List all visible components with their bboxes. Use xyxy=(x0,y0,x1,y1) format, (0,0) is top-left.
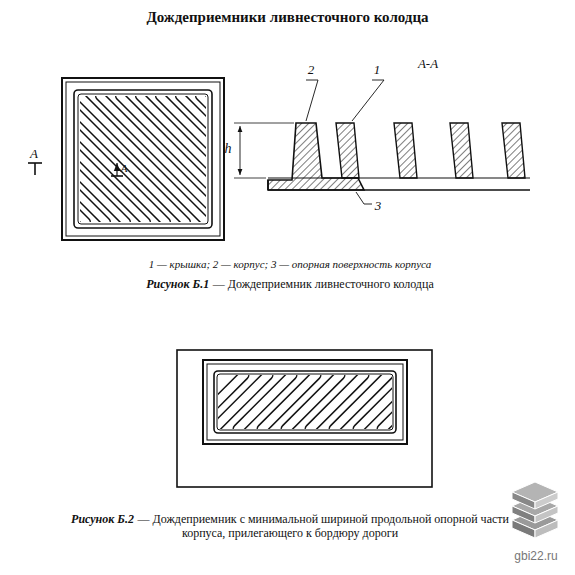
label-text: 3 xyxy=(375,198,382,213)
section-letter: А xyxy=(30,146,38,162)
callout-number: 3 xyxy=(375,198,382,214)
callout-number: 2 xyxy=(308,62,315,78)
callout-number: 1 xyxy=(374,62,381,78)
label-text: А xyxy=(30,146,38,161)
label-text: А-А xyxy=(418,56,438,71)
figure-title: Дождеприемники ливнесточного колодца xyxy=(0,8,575,26)
figure-number: Рисунок Б.2 xyxy=(71,512,134,526)
label-text: — Дождеприемник с минимальной шириной пр… xyxy=(138,512,509,540)
label-text: gbi22.ru xyxy=(514,549,557,563)
callout-key: 1 — крышка; 2 — корпус; 3 — опорная пове… xyxy=(149,258,431,271)
figure-number: Рисунок Б.1 xyxy=(146,277,209,291)
section-mark xyxy=(28,163,123,176)
label-text: 1 — крышка; 2 — корпус; 3 — опорная пове… xyxy=(149,258,431,270)
watermark-icon xyxy=(512,482,558,538)
dimension-label: h xyxy=(225,141,232,158)
label-text: 2 xyxy=(308,62,315,77)
dimension-line xyxy=(234,123,294,178)
label-text: h xyxy=(225,141,232,156)
label-text: — Дождеприемник ливнесточного колодца xyxy=(213,277,434,291)
section-letter: А xyxy=(121,162,128,175)
figure-caption: Рисунок Б.1 — Дождеприемник ливнесточного… xyxy=(146,277,433,291)
label-text: А xyxy=(121,162,128,174)
section-label: А-А xyxy=(418,56,438,72)
plan-view xyxy=(177,350,484,487)
section-view xyxy=(268,123,530,190)
label-text: 1 xyxy=(374,62,381,77)
figure-caption: Рисунок Б.2 — Дождеприемник с минимальной… xyxy=(55,512,525,541)
leader-line xyxy=(306,80,384,204)
watermark: gbi22.ru xyxy=(514,549,557,563)
